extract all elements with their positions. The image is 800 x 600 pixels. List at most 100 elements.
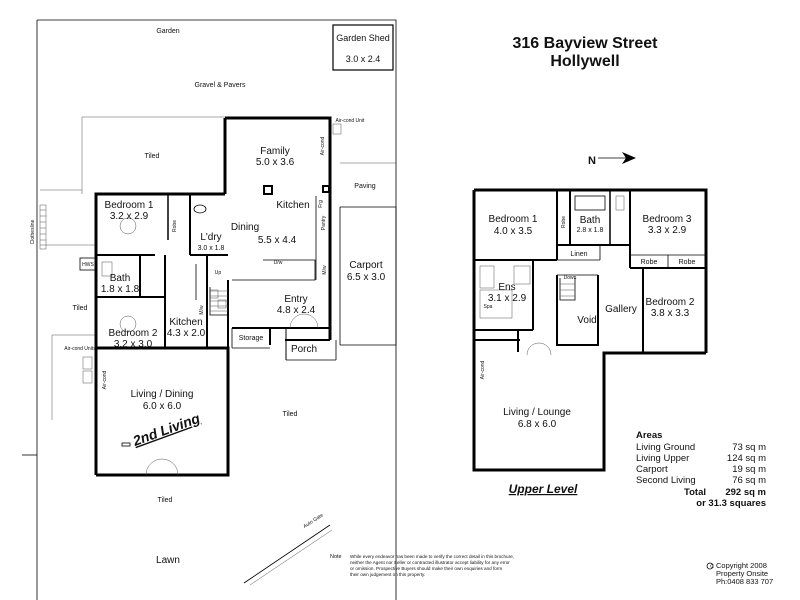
area-row-label: Carport [636,464,668,475]
mw-label: M/w [322,265,328,275]
area-squares: or 31.3 squares [696,498,766,509]
area-row-value: 73 sq m [732,442,766,453]
fixtures [101,204,319,476]
patio-outline [40,116,396,420]
aircond-label: Air-cond [320,136,326,155]
tiled-top-label: Tiled [145,153,160,160]
carport-size: 6.5 x 3.0 [347,272,386,283]
porch-label: Porch [291,344,317,355]
ldry-name: L'dry [200,232,221,243]
compass-label: N [588,155,596,167]
areas-heading: Areas [636,430,662,441]
frg-label: Frg [318,200,324,208]
area-total-value: 292 sq m [725,487,766,498]
living-lounge-size: 6.8 x 6.0 [518,419,557,430]
dining-label: Dining [231,222,259,233]
clothesline-label: Clothesline [30,219,36,244]
area-total-label: Total [684,487,706,498]
phone-text: Ph:0408 833 707 [716,577,773,586]
paving-label: Paving [354,183,376,190]
kitchen2-size: 4.3 x 2.0 [167,328,206,339]
linen-label: Linen [570,251,587,258]
area-row-value: 124 sq m [727,453,766,464]
down-label: Down [564,275,577,281]
living-lounge-name: Living / Lounge [503,407,571,418]
mw2-label: M/w [199,305,205,315]
upper-robe3-label: Robe [679,259,696,266]
garden-shed: Garden Shed 3.0 x 2.4 [332,24,394,71]
kitchen-size: 5.5 x 4.4 [258,235,297,246]
upper-bedroom1-size: 4.0 x 3.5 [494,226,533,237]
aircond-units: Air-cond Units [64,346,96,384]
company-text: Property Onsite [716,569,768,578]
note-line: their own judgement on this property. [350,572,425,577]
ground-floor-walls [94,116,337,477]
upper-level-label: Upper Level [509,482,578,496]
note-line: or omission. Prospective Buyers should m… [350,566,502,571]
family-name: Family [260,146,289,157]
gravel-label: Gravel & Pavers [195,82,246,89]
entry-size: 4.8 x 2.4 [277,305,316,316]
upper-floor-walls [472,188,708,472]
note-line: While every endeavor has been made to ve… [350,554,514,559]
garden-shed-name: Garden Shed [336,33,390,43]
upper-robe2-label: Robe [641,259,658,266]
kitchen2-name: Kitchen [169,317,202,328]
bedroom1-name: Bedroom 1 [105,200,154,211]
second-living-label: 2nd Living [130,410,203,449]
hws: HWS [79,257,97,271]
upper-bedroom3-name: Bedroom 3 [643,214,692,225]
robe-label: Robe [172,220,178,232]
tiled-bottom-label: Tiled [158,497,173,504]
area-row-value: 76 sq m [732,475,766,486]
area-row-label: Living Upper [636,453,689,464]
auto-gate: Auto Gate [243,512,333,586]
pantry-label: Pantry [321,215,327,230]
svg-text:Air-cond Units: Air-cond Units [64,346,96,352]
svg-text:HWS: HWS [82,262,94,268]
svg-text:Air-cond Unit: Air-cond Unit [336,118,366,124]
storage-label: Storage [239,335,264,342]
copyright-text: Copyright 2008 [716,561,767,570]
upper-bedroom3-size: 3.3 x 2.9 [648,225,687,236]
bath-name: Bath [110,273,131,284]
clothesline: Clothesline [30,204,47,250]
auto-gate-label: Auto Gate [302,512,324,529]
entry-name: Entry [284,294,307,305]
aircond-unit-top: Air-cond Unit [332,118,366,135]
note-label: Note [330,554,342,560]
copyright-block: C Copyright 2008 Property Onsite Ph:0408… [706,561,773,586]
site-boundary [22,19,397,600]
ens-name: Ens [498,282,515,293]
upper-bedroom2-size: 3.8 x 3.3 [651,308,690,319]
family-size: 5.0 x 3.6 [256,157,295,168]
garden-shed-size: 3.0 x 2.4 [346,54,381,64]
living-dining-size: 6.0 x 6.0 [143,401,182,412]
carport [339,206,397,346]
bath-size: 1.8 x 1.8 [101,284,140,295]
up-label: Up [215,270,222,276]
note-line: neither the Agent nor Seller or contract… [350,560,510,565]
upper-bedroom2-name: Bedroom 2 [646,297,695,308]
svg-text:C: C [710,564,714,570]
address-line2: Hollywell [550,53,619,70]
carport-name: Carport [349,260,383,271]
dw-label: D/w [274,260,283,266]
bedroom2-name: Bedroom 2 [109,328,158,339]
living-dining-name: Living / Dining [131,389,194,400]
upper-fixtures [479,195,625,356]
gallery-label: Gallery [605,304,637,315]
address-line1: 316 Bayview Street [513,35,659,52]
garden-label: Garden [156,28,179,35]
area-row-label: Second Living [636,475,696,486]
disclaimer-note: Note While every endeavor has been made … [330,554,514,577]
kitchen-name: Kitchen [276,200,309,211]
upper-bedroom1-name: Bedroom 1 [489,214,538,225]
aircond2-label: Air-cond [102,370,108,389]
bedroom2-size: 3.2 x 3.0 [114,339,153,350]
north-arrow: N [588,152,636,167]
bedroom1-size: 3.2 x 2.9 [110,211,149,222]
area-row-value: 19 sq m [732,464,766,475]
ens-size: 3.1 x 2.9 [488,293,527,304]
upper-aircond-label: Air-cond [480,360,486,379]
